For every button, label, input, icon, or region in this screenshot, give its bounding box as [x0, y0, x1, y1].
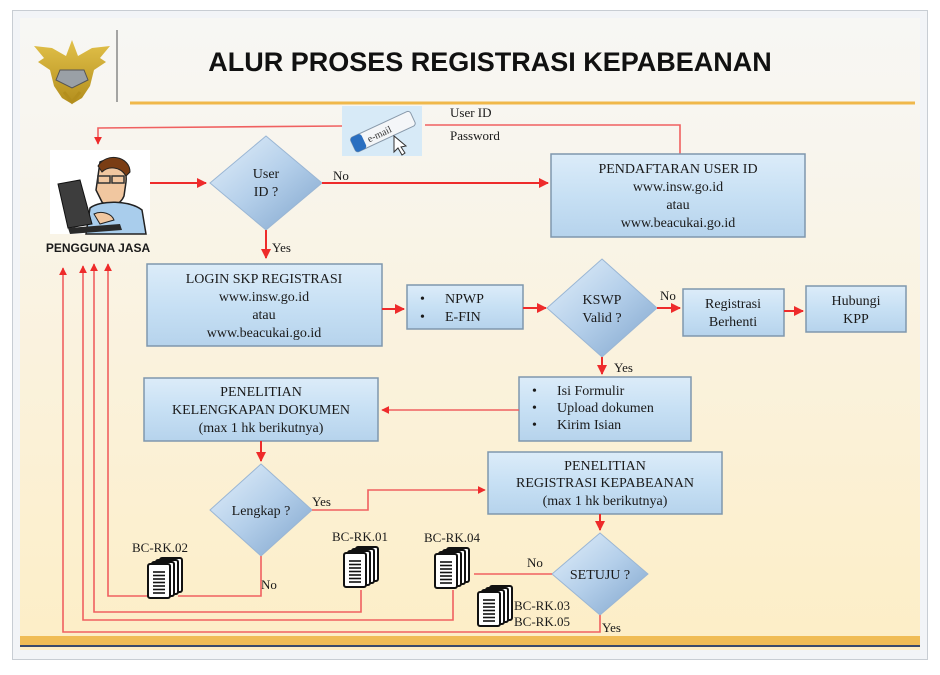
svg-text:Upload dokumen: Upload dokumen — [557, 401, 654, 416]
svg-text:Hubungi: Hubungi — [832, 294, 881, 309]
svg-text:KSWP: KSWP — [583, 293, 622, 308]
box-npwp-efin[interactable]: • • NPWP E-FIN — [406, 284, 524, 330]
box-hubungi-kpp[interactable]: Hubungi KPP — [805, 285, 907, 333]
svg-text:•: • — [532, 384, 537, 399]
document-stack-icon — [147, 557, 183, 599]
svg-text:•: • — [420, 310, 425, 325]
label-yes-userid: Yes — [272, 240, 291, 255]
footer-line — [20, 645, 920, 647]
svg-text:•: • — [532, 418, 537, 433]
document-stack-icon — [434, 547, 470, 589]
arrow-setuju-yes-to-user — [59, 267, 601, 633]
svg-text:ID ?: ID ? — [254, 185, 279, 200]
svg-text:Berhenti: Berhenti — [709, 315, 757, 330]
svg-text:Kirim Isian: Kirim Isian — [557, 418, 621, 433]
svg-text:•: • — [420, 292, 425, 307]
box-penelitian-registrasi[interactable]: PENELITIAN REGISTRASI KEPABEANAN (max 1 … — [487, 451, 723, 515]
svg-text:Registrasi: Registrasi — [705, 297, 761, 312]
label-no-kswp: No — [660, 288, 676, 303]
box-registrasi-berhenti[interactable]: Registrasi Berhenti — [682, 288, 785, 337]
document-stack-icon — [477, 585, 513, 627]
svg-text:Isi Formulir: Isi Formulir — [557, 384, 625, 399]
svg-text:Lengkap ?: Lengkap ? — [232, 504, 291, 519]
email-icon: e-mail — [342, 106, 422, 156]
doc-label-rk05: BC-RK.05 — [514, 614, 570, 629]
svg-text:User: User — [253, 167, 280, 182]
svg-text:SETUJU ?: SETUJU ? — [570, 568, 630, 583]
svg-text:www.beacukai.go.id: www.beacukai.go.id — [207, 326, 322, 341]
user-avatar-icon — [50, 150, 150, 235]
svg-text:E-FIN: E-FIN — [445, 310, 481, 325]
svg-text:NPWP: NPWP — [445, 292, 484, 307]
box-login-skp-registrasi[interactable]: LOGIN SKP REGISTRASI www.insw.go.id atau… — [146, 263, 383, 347]
label-yes-lengkap: Yes — [312, 494, 331, 509]
customs-logo-icon — [34, 40, 110, 105]
svg-text:PENELITIAN: PENELITIAN — [564, 459, 646, 474]
label-no-lengkap: No — [261, 577, 277, 592]
svg-text:KELENGKAPAN DOKUMEN: KELENGKAPAN DOKUMEN — [172, 403, 350, 418]
box-isi-formulir[interactable]: • • • Isi Formulir Upload dokumen Kirim … — [518, 376, 692, 442]
decision-kswp-valid[interactable]: KSWP Valid ? — [546, 258, 658, 358]
footer-bar — [20, 636, 920, 646]
decision-lengkap[interactable]: Lengkap ? — [209, 463, 313, 557]
box-pendaftaran-user-id[interactable]: PENDAFTARAN USER ID www.insw.go.id atau … — [550, 153, 806, 238]
svg-text:www.insw.go.id: www.insw.go.id — [219, 290, 309, 305]
svg-text:REGISTRASI KEPABEANAN: REGISTRASI KEPABEANAN — [516, 476, 694, 491]
svg-text:LOGIN SKP REGISTRASI: LOGIN SKP REGISTRASI — [186, 272, 343, 287]
box-penelitian-kelengkapan[interactable]: PENELITIAN KELENGKAPAN DOKUMEN (max 1 hk… — [143, 377, 379, 442]
label-yes-setuju: Yes — [602, 620, 621, 635]
flowchart: ALUR PROSES REGISTRASI KEPABEANAN e-mail… — [20, 18, 920, 650]
svg-text:PENDAFTARAN USER ID: PENDAFTARAN USER ID — [598, 162, 757, 177]
svg-text:(max 1 hk berikutnya): (max 1 hk berikutnya) — [543, 494, 668, 509]
arrow-rk04-to-user — [79, 265, 454, 621]
label-no-setuju: No — [527, 555, 543, 570]
svg-text:•: • — [532, 401, 537, 416]
svg-text:(max 1 hk berikutnya): (max 1 hk berikutnya) — [199, 421, 324, 436]
svg-text:www.beacukai.go.id: www.beacukai.go.id — [621, 216, 736, 231]
doc-label-rk01: BC-RK.01 — [332, 529, 388, 544]
doc-label-rk04: BC-RK.04 — [424, 530, 480, 545]
document-stack-icon — [343, 546, 379, 588]
doc-label-rk03: BC-RK.03 — [514, 598, 570, 613]
password-label: Password — [450, 128, 500, 143]
page-title: ALUR PROSES REGISTRASI KEPABEANAN — [208, 47, 772, 77]
actor-label: PENGGUNA JASA — [46, 241, 151, 255]
user-id-label: User ID — [450, 105, 492, 120]
svg-text:atau: atau — [666, 198, 689, 213]
label-no-userid: No — [333, 168, 349, 183]
arrow-rk01-to-user — [90, 263, 362, 613]
doc-label-rk02: BC-RK.02 — [132, 540, 188, 555]
arrow-pendaftaran-to-email — [425, 124, 681, 154]
svg-text:atau: atau — [252, 308, 275, 323]
svg-text:KPP: KPP — [843, 312, 869, 327]
label-yes-kswp: Yes — [614, 360, 633, 375]
line-lengkap-no — [178, 556, 262, 597]
svg-text:www.insw.go.id: www.insw.go.id — [633, 180, 723, 195]
arrow-rk02-to-user — [104, 263, 150, 597]
arrow-email-to-user — [94, 125, 343, 145]
arrow-lengkap-yes — [312, 486, 486, 511]
svg-text:PENELITIAN: PENELITIAN — [220, 385, 302, 400]
slide: ALUR PROSES REGISTRASI KEPABEANAN e-mail… — [20, 18, 920, 650]
svg-text:Valid ?: Valid ? — [582, 311, 621, 326]
